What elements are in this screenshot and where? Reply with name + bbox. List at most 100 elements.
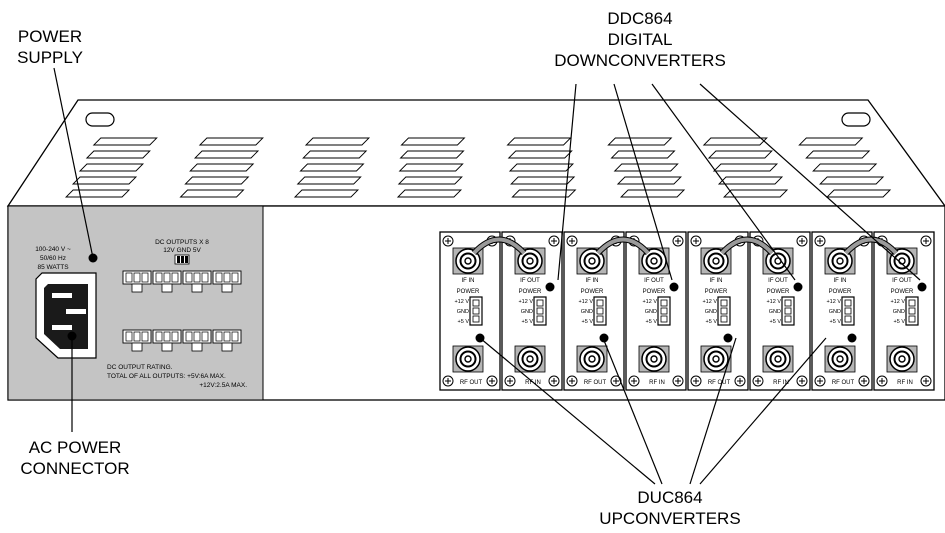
vent-slot <box>702 137 768 146</box>
vent-slot <box>400 137 466 146</box>
power-label: POWER <box>767 289 790 295</box>
ac-power-callout: AC POWER CONNECTOR <box>10 437 140 479</box>
loopback-cable-fill <box>596 237 650 255</box>
vent-slot <box>805 150 871 159</box>
vent-slot <box>193 150 260 159</box>
power-label: POWER <box>519 289 542 295</box>
connector-label-bottom: RF IN <box>649 380 665 386</box>
callout-dot <box>599 333 609 343</box>
dc-voltage-switch <box>174 254 190 265</box>
gnd-label: GND <box>769 309 781 315</box>
duc-callout: DUC864 UPCONVERTERS <box>590 487 750 529</box>
vent-slot <box>92 137 158 146</box>
loopback-cable-fill <box>472 237 526 255</box>
callout-dot <box>847 333 857 343</box>
power-specs: 100-240 V ~ 50/60 Hz 85 WATTS DC OUTPUTS… <box>35 239 209 271</box>
dc-latch <box>131 342 143 352</box>
dc-pin <box>185 331 193 342</box>
ddc-line-2: DIGITAL <box>607 30 673 49</box>
dc-pin <box>231 331 239 342</box>
gnd-label: GND <box>645 309 657 315</box>
ddc-callout: DDC864 DIGITAL DOWNCONVERTERS <box>540 8 740 71</box>
connector-label-top: IF OUT <box>520 278 540 284</box>
loopback-cable-fill <box>844 237 898 255</box>
vent-slot <box>293 189 360 198</box>
dc-pin <box>155 331 163 342</box>
power-label: POWER <box>457 289 480 295</box>
plus5-label: +5 V <box>522 319 534 325</box>
dc-latch <box>221 342 233 352</box>
ac-power-line-1: AC POWER <box>28 438 122 457</box>
power-supply-line-2: SUPPLY <box>17 48 83 67</box>
dc-latch <box>221 283 233 293</box>
plus12-label: +12 V <box>518 299 533 305</box>
gnd-label: GND <box>521 309 533 315</box>
dc-pin <box>171 272 179 283</box>
connector-label-top: IF IN <box>710 278 723 284</box>
vent-slot <box>71 176 138 185</box>
connector-label-bottom: RF OUT <box>460 380 483 386</box>
vent-slot <box>302 150 368 159</box>
leader-lines <box>53 67 921 485</box>
dc-pin <box>201 331 209 342</box>
connector-label-top: IF IN <box>462 278 475 284</box>
vent-slot <box>619 189 686 198</box>
callout-dot <box>793 282 803 292</box>
callout-dot <box>545 282 555 292</box>
dc-pin <box>223 272 231 283</box>
power-label: POWER <box>581 289 604 295</box>
ddc-line-3: DOWNCONVERTERS <box>554 51 726 70</box>
dc-pin <box>193 331 201 342</box>
leader-power-supply <box>53 67 94 259</box>
leader-ddc-4 <box>699 83 921 281</box>
plus5-label: +5 V <box>894 319 906 325</box>
rating-line-1: DC OUTPUT RATING. <box>107 364 173 371</box>
leader-duc-2 <box>602 337 663 485</box>
vent-slot <box>506 137 572 146</box>
dc-pin <box>141 272 149 283</box>
connector-label-bottom: RF OUT <box>708 380 731 386</box>
duc-line-1: DUC864 <box>637 488 703 507</box>
vent-slot <box>610 150 676 159</box>
vent-slot <box>198 137 264 146</box>
dc-outputs-label: DC OUTPUTS X 8 <box>155 239 209 246</box>
leader-duc-1 <box>479 337 656 485</box>
power-label: POWER <box>891 289 914 295</box>
gnd-label: GND <box>457 309 469 315</box>
dc-pin <box>163 272 171 283</box>
gnd-label: GND <box>705 309 717 315</box>
dc-pin <box>125 272 133 283</box>
callout-dot <box>669 282 679 292</box>
vent-slot <box>722 189 789 198</box>
vent-slot <box>78 163 145 172</box>
leader-duc-4 <box>699 337 827 485</box>
plus5-label: +5 V <box>770 319 782 325</box>
dc-pin <box>215 272 223 283</box>
leader-ddc-2 <box>613 83 673 281</box>
connector-label-top: IF OUT <box>644 278 664 284</box>
connector-label-bottom: RF IN <box>897 380 913 386</box>
callout-dot <box>917 282 927 292</box>
dc-pins-label: 12V GND 5V <box>163 247 201 254</box>
vent-slot <box>399 150 465 159</box>
dc-pin <box>185 272 193 283</box>
power-supply-callout: POWER SUPPLY <box>0 26 100 68</box>
dc-pin <box>231 272 239 283</box>
connector-label-top: IF OUT <box>892 278 912 284</box>
vent-slot <box>510 176 576 185</box>
rating-line-3: +12V:2.5A MAX. <box>199 382 247 389</box>
dot-ac-power <box>67 331 77 341</box>
dc-latch <box>131 283 143 293</box>
dc-pin <box>141 331 149 342</box>
leader-duc-3 <box>689 337 737 485</box>
dc-latch <box>191 283 203 293</box>
connector-label-top: IF OUT <box>768 278 788 284</box>
gnd-label: GND <box>893 309 905 315</box>
vent-slot <box>616 176 682 185</box>
gnd-label: GND <box>829 309 841 315</box>
plus12-label: +12 V <box>454 299 469 305</box>
dot-power-supply <box>88 253 98 263</box>
